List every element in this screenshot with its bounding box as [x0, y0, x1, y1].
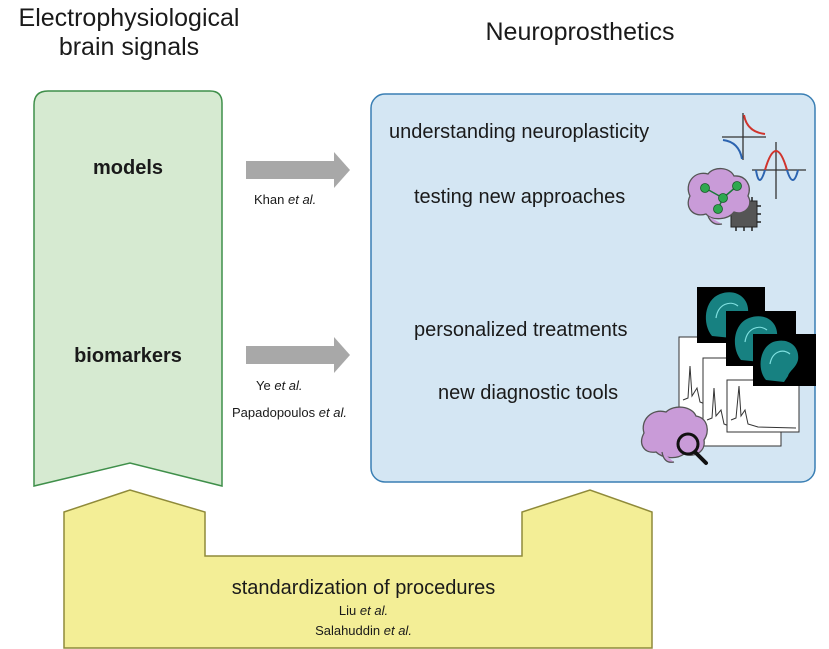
- biomarkers-label: biomarkers: [74, 345, 182, 367]
- ref-author: Khan: [254, 192, 285, 207]
- left-title-line1: Electrophysiological: [18, 4, 240, 32]
- item-understanding-neuroplasticity: understanding neuroplasticity: [389, 121, 650, 143]
- ref-etal: et al.: [288, 192, 317, 207]
- left-title: Electrophysiological brain signals: [0, 4, 258, 62]
- ref-ye: Ye et al.: [256, 378, 303, 394]
- item-personalized-treatments: personalized treatments: [414, 319, 628, 341]
- spectrum-plot-icon: [678, 336, 800, 447]
- ref-author: Liu: [338, 603, 357, 618]
- item-testing-new-approaches: testing new approaches: [414, 186, 626, 208]
- ref-etal: et al.: [318, 405, 347, 420]
- ref-author: Salahuddin: [315, 623, 381, 638]
- ref-etal: et al.: [359, 603, 389, 618]
- arrow-models: [246, 152, 350, 188]
- right-title: Neuroprosthetics: [485, 18, 675, 46]
- left-title-line2: brain signals: [58, 32, 200, 61]
- ref-author: Ye: [256, 378, 271, 393]
- left-box: [33, 90, 223, 487]
- ref-author: Papadopoulos: [232, 405, 316, 420]
- mri-scan-icon: [697, 287, 816, 386]
- ref-khan: Khan et al.: [254, 192, 317, 208]
- models-label: models: [92, 157, 164, 179]
- bottom-box: [63, 489, 653, 649]
- brain-magnifier-icon: [641, 406, 708, 465]
- ref-papadopoulos: Papadopoulos et al.: [232, 405, 347, 421]
- ref-salahuddin: Salahuddin et al.: [205, 623, 522, 639]
- ref-etal: et al.: [383, 623, 412, 638]
- ref-liu: Liu et al.: [205, 603, 522, 619]
- item-new-diagnostic-tools: new diagnostic tools: [438, 382, 619, 404]
- arrow-biomarkers: [246, 337, 350, 373]
- ref-etal: et al.: [274, 378, 303, 393]
- sine-wave-icon: [752, 142, 806, 199]
- brain-network-chip-icon: [687, 167, 761, 231]
- standardization-label: standardization of procedures: [231, 577, 496, 599]
- response-curve-icon: [722, 113, 766, 160]
